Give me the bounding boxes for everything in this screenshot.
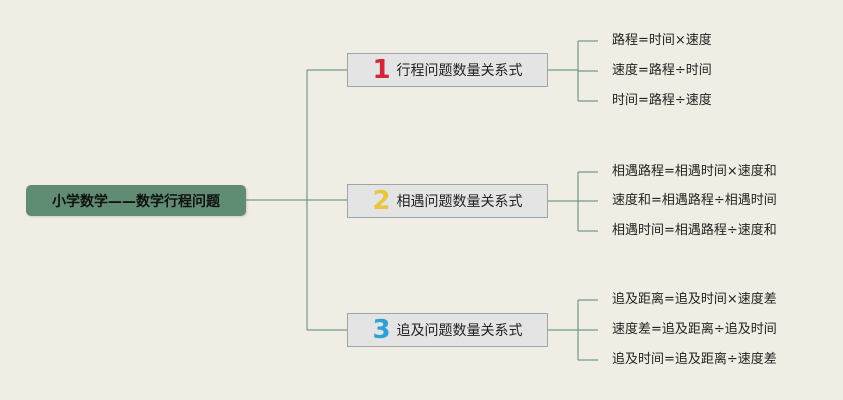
branch-label: 相遇问题数量关系式: [396, 194, 523, 210]
branch-chase-formulas[interactable]: 3 追及问题数量关系式: [347, 313, 548, 347]
leaf-formula[interactable]: 时间=路程÷速度: [612, 93, 712, 108]
root-topic-label: 小学数学——数学行程问题: [52, 193, 220, 210]
number-3-badge: 3: [372, 315, 391, 345]
leaf-formula[interactable]: 速度差=追及距离÷追及时间: [612, 322, 777, 337]
leaf-formula[interactable]: 相遇时间=相遇路程÷速度和: [612, 223, 777, 238]
leaf-formula[interactable]: 追及时间=追及距离÷速度差: [612, 352, 777, 367]
leaf-formula[interactable]: 速度=路程÷时间: [612, 63, 712, 78]
branch-meeting-formulas[interactable]: 2 相遇问题数量关系式: [347, 184, 548, 218]
branch-label: 追及问题数量关系式: [396, 323, 523, 339]
branch-travel-formulas[interactable]: 1 行程问题数量关系式: [347, 53, 548, 87]
number-2-badge: 2: [372, 186, 391, 216]
branch-label: 行程问题数量关系式: [396, 63, 523, 79]
leaf-formula[interactable]: 速度和=相遇路程÷相遇时间: [612, 193, 777, 208]
number-1-badge: 1: [372, 55, 391, 85]
leaf-formula[interactable]: 路程=时间×速度: [612, 33, 712, 48]
leaf-formula[interactable]: 相遇路程=相遇时间×速度和: [612, 164, 777, 179]
leaf-formula[interactable]: 追及距离=追及时间×速度差: [612, 292, 777, 307]
root-topic[interactable]: 小学数学——数学行程问题: [26, 185, 246, 216]
